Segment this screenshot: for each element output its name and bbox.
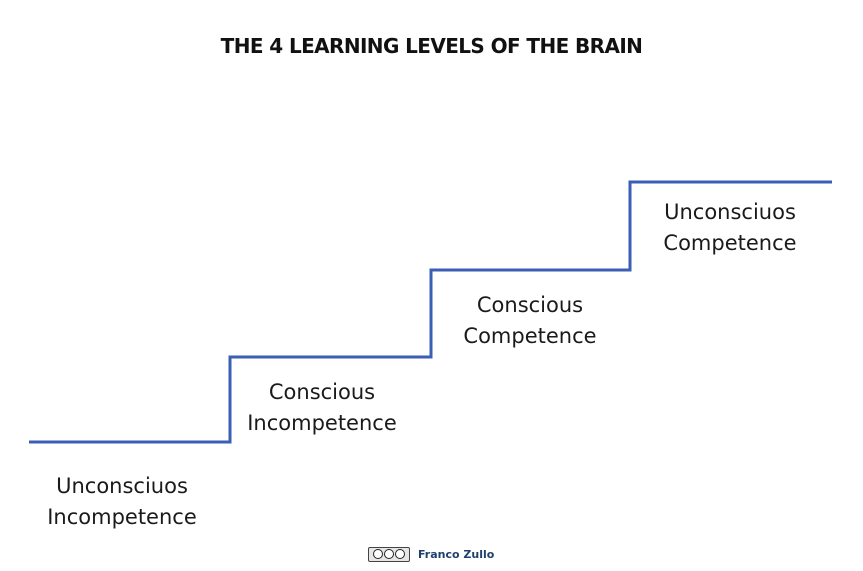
level-4-label: Unconsciuos Competence <box>620 197 840 259</box>
level-2-line-2: Incompetence <box>247 411 397 435</box>
staircase-line <box>29 180 832 444</box>
level-3-line-1: Conscious <box>476 293 584 317</box>
level-3-label: Conscious Competence <box>420 290 640 352</box>
author-name: Franco Zullo <box>418 547 495 561</box>
cc-glyph <box>373 549 383 559</box>
footer: Franco Zullo <box>368 545 494 563</box>
nc-glyph <box>395 549 405 559</box>
level-4-line-1: Unconsciuos <box>664 200 796 224</box>
by-glyph <box>384 549 394 559</box>
level-4-line-2: Competence <box>663 231 797 255</box>
level-3-line-2: Competence <box>463 324 597 348</box>
level-1-line-2: Incompetence <box>47 505 197 529</box>
level-2-line-1: Conscious <box>268 380 376 404</box>
diagram-title: THE 4 LEARNING LEVELS OF THE BRAIN <box>220 34 643 58</box>
level-2-label: Conscious Incompetence <box>212 377 432 439</box>
level-1-line-1: Unconsciuos <box>56 474 188 498</box>
level-1-label: Unconsciuos Incompetence <box>12 471 232 533</box>
cc-by-nc-sa-icon <box>368 546 410 562</box>
